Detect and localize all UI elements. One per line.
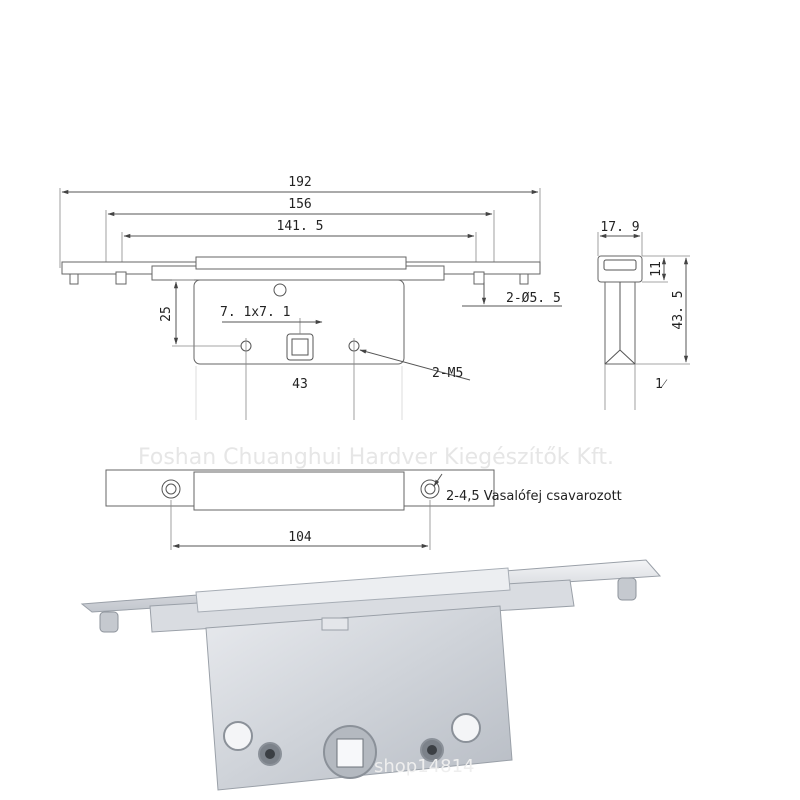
dim-11: 11: [649, 261, 664, 277]
dim-156: 156: [288, 197, 311, 212]
dim-104: 104: [288, 530, 312, 545]
screw-note: 2-4,5 Vasalófej csavarozott: [446, 489, 622, 504]
dim-profile-partial: 1⁄: [655, 377, 668, 392]
strike-plate-drawing: 104 2-4,5 Vasalófej csavarozott: [105, 469, 622, 550]
dim-43: 43: [292, 377, 308, 392]
dim-square-hole: 7. 1x7. 1: [220, 305, 290, 320]
dim-43-5: 43. 5: [671, 290, 686, 329]
side-view-drawing: 17. 9 11 43. 5 1⁄: [597, 220, 690, 410]
dim-threads: 2-M5: [432, 366, 463, 381]
product-photo: [80, 559, 662, 791]
dim-screw-hole: 2-Ø5. 5: [506, 291, 561, 306]
dim-17-9: 17. 9: [600, 220, 639, 235]
shop-watermark: shop14814: [374, 756, 475, 777]
dim-192: 192: [288, 175, 311, 190]
dim-25: 25: [159, 306, 174, 322]
front-view-drawing: 192 156 141. 5 25: [59, 175, 562, 420]
company-watermark: Foshan Chuanghui Hardver Kiegészítők Kft…: [138, 445, 614, 470]
dim-141-5: 141. 5: [277, 219, 324, 234]
